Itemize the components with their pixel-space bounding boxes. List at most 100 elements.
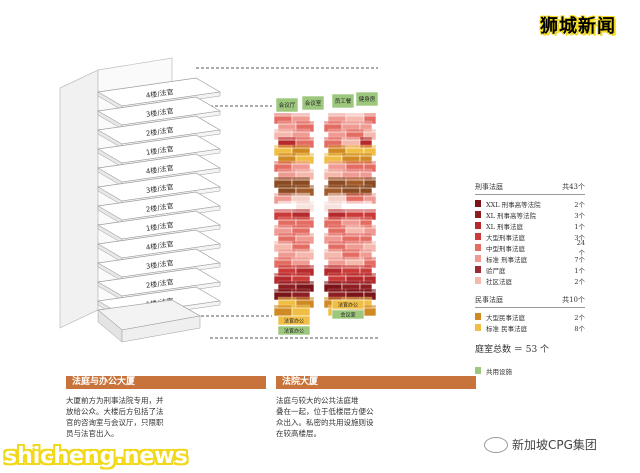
floor-label: 2楼/法官 <box>145 125 174 138</box>
legend-label: 验尸庭 <box>486 266 506 275</box>
right-building: 会议厅会议室员工餐健身房法官办公法官办公法官办公会议室 <box>273 91 379 336</box>
legend-item: XL 刑事法庭 1个 <box>475 220 585 231</box>
legend-swatch <box>475 367 481 374</box>
legend-criminal-total: 共43个 <box>562 183 585 191</box>
legend-count: 24个 <box>576 238 585 257</box>
legend-label: 大型刑事法庭 <box>486 233 525 242</box>
body-line: 放给公众。大楼后方包括了法 <box>66 407 164 416</box>
floor-label: 2楼/法官 <box>145 201 174 214</box>
legend-item: 中型刑事法庭 24个 <box>475 239 585 257</box>
site-url: shicheng.news <box>4 444 188 469</box>
shared-facility-block: 员工餐 <box>331 93 355 109</box>
leader-lines <box>196 67 378 339</box>
left-building-floors: 4楼/法官 3楼/法官 2楼/法官 1楼/法官 4楼/法官 3楼/法官 2楼/法官 1楼/法官… <box>96 77 222 343</box>
floor-label: 1楼/法官 <box>145 144 174 157</box>
legend-label: 中型刑事法庭 <box>486 244 525 253</box>
legend-label: 标准 刑事法庭 <box>486 255 528 264</box>
legend-label: 共用设施 <box>486 367 512 376</box>
legend-label: XXL 刑事高等法院 <box>486 200 541 209</box>
court-block <box>291 304 311 317</box>
legend-item: 标准 刑事法庭 7个 <box>475 253 585 264</box>
shared-facility-label: 员工餐 <box>335 97 352 105</box>
legend-label: XL 刑事法庭 <box>486 222 524 231</box>
legend-civil-total: 共10个 <box>562 296 585 304</box>
legend-civil-title: 民事法庭 <box>475 296 503 304</box>
floor-label: 4楼/法官 <box>145 239 174 252</box>
legend-label: 标准 民事法庭 <box>486 324 528 333</box>
section-title: 法庭与办公大厦 <box>66 376 266 389</box>
legend-label: 社区法庭 <box>486 277 512 286</box>
legend-swatch <box>475 222 481 229</box>
legend-shared-item: 共用设施 <box>475 365 585 376</box>
wechat-account: 新加坡CPG集团 <box>484 436 597 453</box>
legend-item: 大型民事法庭 2个 <box>475 311 585 322</box>
site-brand: 狮城新闻 <box>540 16 616 37</box>
legend-swatch <box>475 244 481 251</box>
legend-swatch <box>475 200 481 207</box>
base-facility-block: 会议室 <box>331 309 365 320</box>
floor-label: 3楼/法官 <box>145 106 174 119</box>
legend-criminal-header: 刑事法庭 共43个 <box>475 182 585 195</box>
section-office-tower: 法庭与办公大厦 大厦前方为刑事法院专用，并 放给公众。大楼后方包括了法 官的咨询… <box>66 376 266 439</box>
wechat-icon <box>484 436 508 453</box>
building-diagram: 4楼/法官 3楼/法官 2楼/法官 1楼/法官 4楼/法官 3楼/法官 2楼/法官 1楼/法官… <box>59 57 379 343</box>
legend-label: 大型民事法庭 <box>486 313 525 322</box>
court-block <box>273 304 293 317</box>
legend-criminal-title: 刑事法庭 <box>475 183 503 191</box>
legend-item: 验尸庭 1个 <box>475 264 585 275</box>
body-line: 众出入。私密的共用设施则设 <box>276 418 374 427</box>
legend-count: 3个 <box>574 211 585 220</box>
base-facility-label: 法官办公 <box>284 318 304 325</box>
legend-count: 2个 <box>574 313 585 322</box>
legend-swatch <box>475 324 481 331</box>
shared-facility-label: 健身房 <box>359 95 376 103</box>
legend-item: XL 刑事高等法院 3个 <box>475 209 585 220</box>
base-facility-block: 法官办公 <box>277 315 311 326</box>
section-body: 大厦前方为刑事法院专用，并 放给公众。大楼后方包括了法 官的咨询室与会议厅，只限… <box>66 395 266 439</box>
floor-label: 3楼/法官 <box>145 182 174 195</box>
shared-facility-block: 会议厅 <box>275 97 299 113</box>
shared-facility-block: 健身房 <box>355 91 379 107</box>
legend-swatch <box>475 211 481 218</box>
section-court-tower: 法院大厦 法庭与较大的公共法庭堆 叠在一起，位于低楼层方便公 众出入。私密的共用… <box>276 376 476 439</box>
podium-front <box>121 315 201 343</box>
court-block <box>363 176 377 189</box>
shared-facility-label: 会议厅 <box>279 101 296 109</box>
legend-total: 庭室总数 ＝ 53 个 <box>475 345 550 355</box>
body-line: 大厦前方为刑事法院专用，并 <box>66 396 164 405</box>
legend-count: 2个 <box>574 200 585 209</box>
legend-item: 社区法庭 2个 <box>475 275 585 286</box>
section-body: 法庭与较大的公共法庭堆 叠在一起，位于低楼层方便公 众出入。私密的共用设施则设 … <box>276 395 476 439</box>
body-line: 员与法官出入。 <box>66 429 119 438</box>
floor-label: 4楼/法官 <box>145 163 174 176</box>
legend-swatch <box>475 277 481 284</box>
legend-item: XXL 刑事高等法院 2个 <box>475 198 585 209</box>
base-facility-block: 法官办公 <box>331 299 365 310</box>
floor-label: 4楼/法官 <box>145 87 174 100</box>
body-line: 在较高楼层。 <box>276 429 321 438</box>
legend-count: 1个 <box>574 222 585 231</box>
base-facility-label: 法官办公 <box>338 302 358 309</box>
court-block <box>363 304 377 317</box>
shared-facility-block: 会议室 <box>301 95 325 111</box>
wechat-name: 新加坡CPG集团 <box>512 438 597 452</box>
legend-count: 7个 <box>574 255 585 264</box>
body-line: 叠在一起，位于低楼层方便公 <box>276 407 374 416</box>
base-facility-label: 会议室 <box>340 312 355 319</box>
legend-count: 2个 <box>574 277 585 286</box>
legend-label: XL 刑事高等法院 <box>486 211 537 220</box>
legend-swatch <box>475 266 481 273</box>
section-title: 法院大厦 <box>276 376 476 389</box>
floor-label: 1楼/法官 <box>145 220 174 233</box>
legend-item: 大型刑事法庭 3个 <box>475 231 585 242</box>
base-facility-block: 法官办公 <box>277 325 311 336</box>
legend-swatch <box>475 233 481 240</box>
legend-count: 1个 <box>574 266 585 275</box>
legend-count: 3个 <box>574 233 585 242</box>
floor-label: 2楼/法官 <box>145 277 174 290</box>
legend-swatch <box>475 313 481 320</box>
